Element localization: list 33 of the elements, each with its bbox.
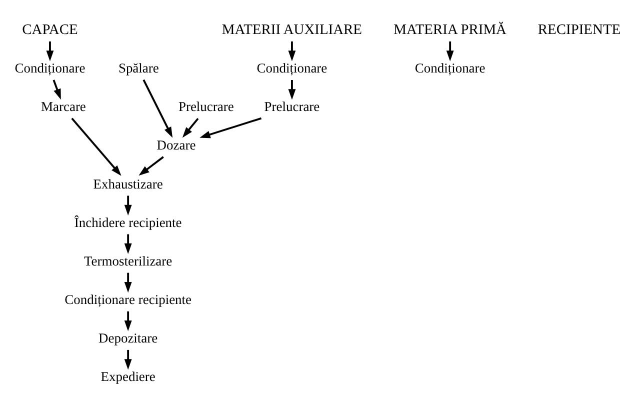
arrow: [182, 118, 199, 138]
node-text: Închidere recipiente: [74, 214, 182, 230]
node-text: Prelucrare: [178, 99, 234, 114]
node-text: Spălare: [118, 60, 159, 76]
arrow: [200, 117, 262, 138]
node-text: Condiționare recipiente: [64, 292, 192, 307]
node-text: Condiționare: [256, 60, 328, 76]
arrow: [124, 234, 132, 254]
arrow: [142, 79, 173, 138]
arrow: [52, 80, 61, 100]
node-text: Termosterilizare: [84, 253, 172, 268]
node-text: MATERIA PRIMĂ: [394, 22, 507, 38]
node-text: Prelucrare: [264, 99, 320, 114]
node-text: CAPACE: [22, 22, 78, 38]
arrow: [288, 41, 296, 62]
node-text: RECIPIENTE: [538, 22, 621, 38]
arrow: [124, 350, 132, 370]
arrow: [124, 196, 132, 216]
node-text: Dozare: [156, 138, 196, 153]
arrow: [124, 272, 132, 293]
arrow: [288, 80, 296, 100]
arrow: [138, 156, 164, 176]
node-text: Exhaustizare: [93, 176, 163, 192]
node-text: Depozitare: [98, 330, 158, 346]
arrow: [71, 118, 122, 176]
node-text: Condiționare: [14, 60, 86, 76]
node-text: Condiționare: [414, 60, 486, 76]
node-text: Marcare: [41, 99, 86, 114]
node-text: Expediere: [100, 369, 156, 384]
node-text: MATERII AUXILIARE: [222, 22, 362, 38]
arrow: [124, 311, 132, 332]
arrow: [46, 41, 54, 62]
arrow: [446, 41, 454, 62]
